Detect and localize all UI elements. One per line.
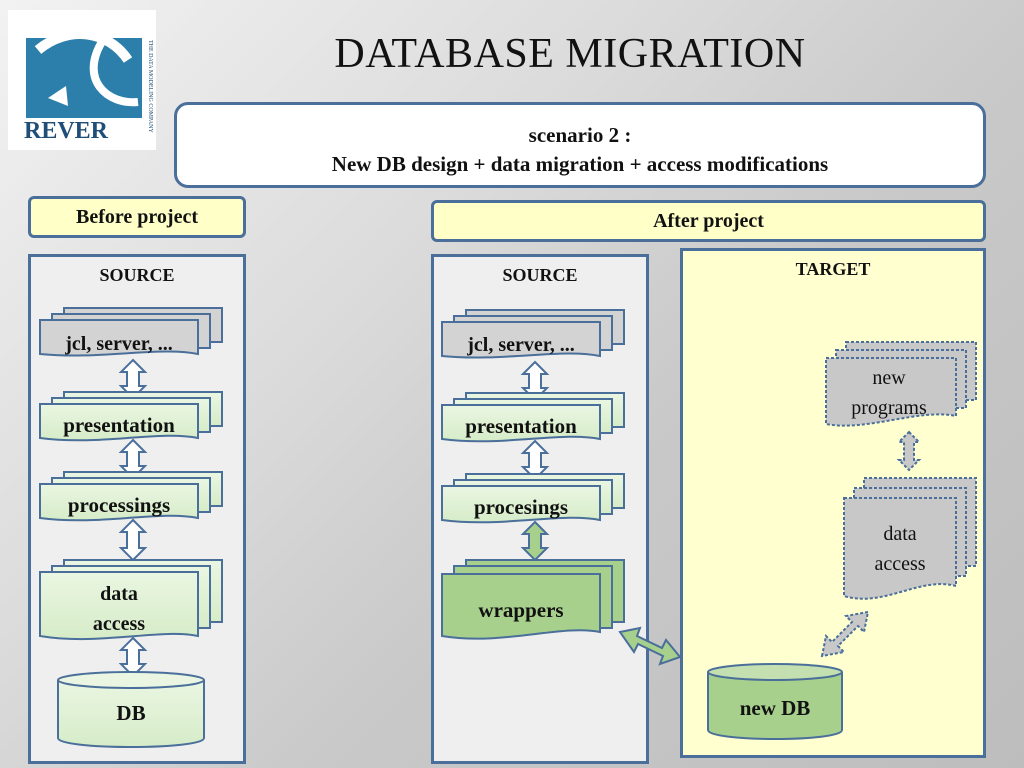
- scenario-line-1: scenario 2 :: [528, 123, 632, 147]
- wrappers-to-newdb-arrow: [618, 626, 682, 666]
- target-item-data: data: [883, 523, 916, 545]
- before-project-label: Before project: [28, 196, 246, 238]
- logo-tagline: THE DATA MODELING COMPANY: [147, 40, 153, 133]
- target-newdb-label: new DB: [740, 696, 811, 720]
- after-stack-jcl: jcl, server, ...: [441, 309, 625, 359]
- rever-logo: REVER THE DATA MODELING COMPANY: [8, 10, 156, 150]
- scenario-box: scenario 2 : New DB design + data migrat…: [174, 102, 986, 188]
- logo-wordmark: REVER: [24, 118, 109, 144]
- before-item-presentation: presentation: [63, 413, 175, 437]
- scenario-line-2: New DB design + data migration + access …: [331, 152, 829, 176]
- before-item-processings: processings: [68, 493, 170, 517]
- after-item-procesings: procesings: [474, 495, 568, 519]
- before-item-jcl: jcl, server, ...: [64, 333, 173, 355]
- before-item-data: data: [100, 583, 138, 605]
- before-db-cylinder: DB: [57, 671, 205, 748]
- after-source-title: SOURCE: [502, 265, 578, 285]
- target-stack-new-programs: new programs: [825, 341, 977, 427]
- after-project-label: After project: [431, 200, 986, 242]
- after-arrow-3: [520, 520, 550, 562]
- before-stack-processings: processings: [39, 471, 223, 522]
- after-item-jcl: jcl, server, ...: [466, 334, 575, 356]
- target-newdb-cylinder: new DB: [707, 663, 843, 740]
- before-stack-presentation: presentation: [39, 391, 223, 442]
- logo-swoosh-2: [89, 37, 139, 107]
- logo-swoosh: [34, 29, 133, 63]
- target-arrow-diagonal: [820, 610, 870, 658]
- before-stack-data-access: data access: [39, 559, 223, 641]
- logo-arrowhead: [48, 86, 68, 106]
- before-source-title: SOURCE: [99, 265, 175, 285]
- before-arrow-3: [118, 518, 148, 562]
- target-arrow-vertical: [896, 430, 922, 472]
- after-item-wrappers: wrappers: [478, 598, 563, 622]
- after-stack-presentation: presentation: [441, 392, 625, 443]
- before-stack-jcl: jcl, server, ...: [39, 307, 223, 357]
- target-item-new: new: [872, 367, 906, 389]
- after-stack-procesings: procesings: [441, 473, 625, 524]
- before-db-label: DB: [116, 701, 145, 725]
- target-item-programs: programs: [851, 397, 927, 419]
- target-stack-data-access: data access: [843, 477, 977, 600]
- page-title: DATABASE MIGRATION: [334, 31, 806, 77]
- after-item-presentation: presentation: [465, 414, 577, 438]
- target-item-access: access: [874, 553, 925, 575]
- after-stack-wrappers: wrappers: [441, 559, 625, 640]
- before-arrow-4: [118, 636, 148, 678]
- before-item-access: access: [93, 613, 145, 635]
- target-title: TARGET: [795, 259, 871, 279]
